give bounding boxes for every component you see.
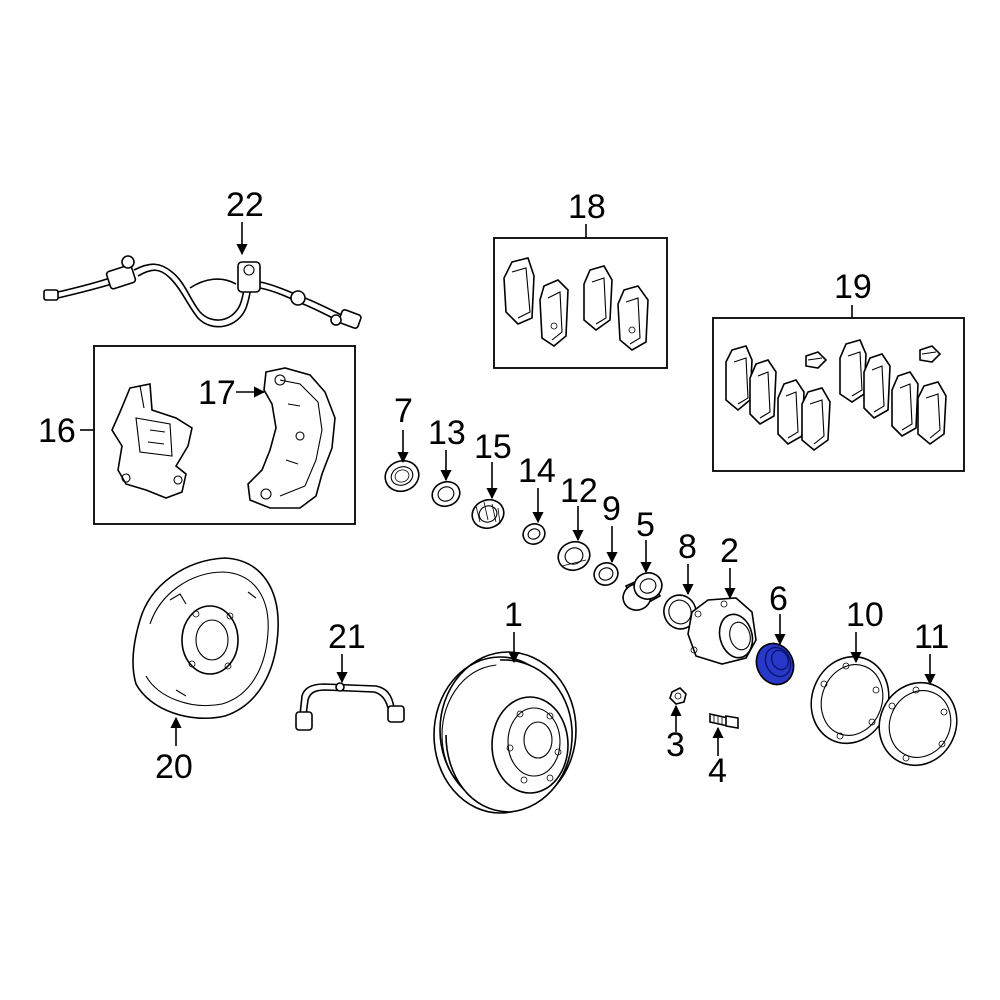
callout-5[interactable]: 5 [636,506,655,544]
part-1-brake-rotor[interactable] [433,651,577,814]
callout-labels: 22 18 19 16 17 7 13 15 14 12 9 5 8 2 6 1… [38,186,949,790]
callout-7[interactable]: 7 [394,392,413,430]
part-2-hub-housing[interactable] [687,597,757,665]
callout-2[interactable]: 2 [720,532,739,570]
part-18-brake-pads[interactable] [503,257,649,351]
part-14-snap-ring[interactable] [520,521,548,547]
callout-15[interactable]: 15 [474,428,512,466]
part-3-nut[interactable] [669,687,687,705]
callout-12[interactable]: 12 [560,472,598,510]
callout-3[interactable]: 3 [666,726,685,764]
callout-11[interactable]: 11 [914,618,949,656]
part-13-bearing-race[interactable] [429,478,464,510]
leader-lines [80,222,936,756]
part-12-bearing-race[interactable] [554,537,594,574]
part-22-abs-sensor[interactable] [43,255,362,329]
part-9-ring[interactable] [591,560,621,589]
part-6-hub-seal-highlighted[interactable] [750,637,800,690]
callout-9[interactable]: 9 [602,490,621,528]
pad-set-box [493,237,668,369]
part-19-pad-kit[interactable] [725,339,947,452]
part-15-roller-bearing[interactable] [468,495,508,532]
part-21-brake-hose[interactable] [295,682,405,731]
callout-21[interactable]: 21 [328,618,366,656]
callout-4[interactable]: 4 [708,752,727,790]
part-4-bolt[interactable] [709,713,739,729]
part-20-backing-plate[interactable] [132,557,279,720]
callout-16[interactable]: 16 [38,412,76,450]
callout-1[interactable]: 1 [504,596,523,634]
callout-13[interactable]: 13 [428,414,466,452]
callout-22[interactable]: 22 [226,186,264,224]
caliper-kit-box [93,345,356,525]
callout-6[interactable]: 6 [769,580,788,618]
pad-hardware-box [712,317,965,472]
part-11-cover-plate[interactable] [866,670,970,778]
callout-17[interactable]: 17 [198,374,236,412]
callout-20[interactable]: 20 [155,748,193,786]
callout-14[interactable]: 14 [518,452,556,490]
callout-8[interactable]: 8 [678,528,697,566]
part-5-spacer[interactable] [619,569,665,614]
part-7-oil-seal[interactable] [381,456,423,496]
callout-19[interactable]: 19 [834,268,872,306]
part-17-caliper-bracket[interactable] [247,367,336,509]
callout-18[interactable]: 18 [568,188,606,226]
part-16-caliper-housing[interactable] [111,383,193,499]
part-8-gasket[interactable] [659,591,701,634]
callout-10[interactable]: 10 [846,596,884,634]
